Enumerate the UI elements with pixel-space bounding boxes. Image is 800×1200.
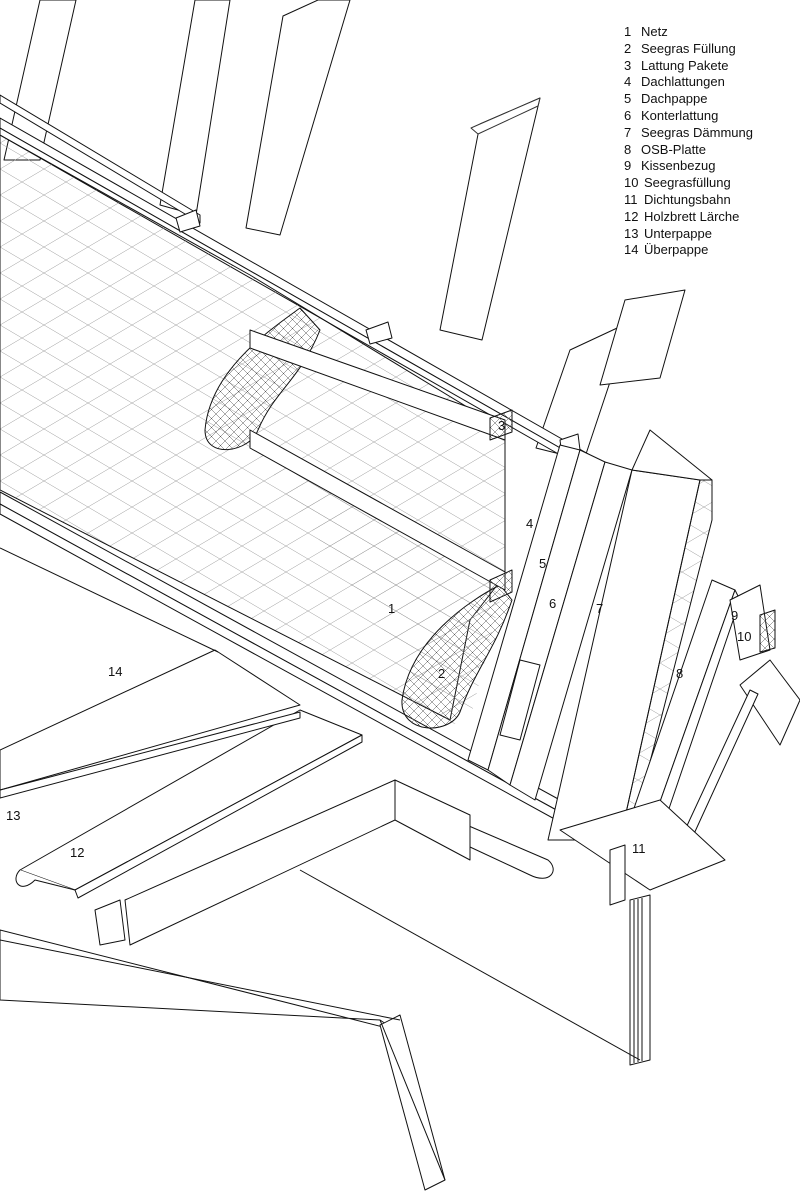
callout-8: 8 bbox=[676, 666, 683, 681]
callout-14: 14 bbox=[108, 664, 122, 679]
callout-13: 13 bbox=[6, 808, 20, 823]
callout-4: 4 bbox=[526, 516, 533, 531]
legend-item-number: 4 bbox=[624, 74, 632, 90]
legend-item: 10 Seegrasfüllung bbox=[624, 175, 753, 192]
legend-item-number: 13 bbox=[624, 225, 639, 241]
legend-item-number: 9 bbox=[624, 158, 632, 174]
legend-item-number: 12 bbox=[624, 208, 639, 224]
callout-6: 6 bbox=[549, 596, 556, 611]
callout-7: 7 bbox=[596, 601, 603, 616]
callout-labels: 1 2 3 4 5 6 7 8 9 10 11 12 13 14 bbox=[6, 418, 751, 860]
legend-item-number: 8 bbox=[624, 141, 632, 157]
legend-item-label: Seegras Dämmung bbox=[641, 124, 753, 140]
callout-12: 12 bbox=[70, 845, 84, 860]
legend-item-number: 3 bbox=[624, 57, 632, 73]
legend-item-label: Seegras Füllung bbox=[641, 40, 736, 56]
plank-stack bbox=[629, 894, 651, 1066]
right-beam bbox=[739, 659, 800, 746]
legend-item-number: 1 bbox=[624, 24, 632, 39]
lower-beam-left bbox=[94, 899, 126, 946]
legend-item-label: Holzbrett Lärche bbox=[644, 208, 740, 224]
legend-item-label: Lattung Pakete bbox=[641, 57, 729, 73]
callout-1: 1 bbox=[388, 601, 395, 616]
legend-item-label: Netz bbox=[641, 24, 668, 39]
legend-item-number: 11 bbox=[624, 191, 638, 207]
legend-item: 5 Dachpappe bbox=[624, 91, 753, 108]
construction-lines bbox=[0, 547, 641, 1181]
callout-3: 3 bbox=[498, 418, 505, 433]
roof-frame bbox=[0, 94, 591, 823]
lath-bundle bbox=[249, 329, 506, 441]
callout-10: 10 bbox=[737, 629, 751, 644]
legend-item-label: Dachlattungen bbox=[641, 74, 725, 90]
seagrass-bulge-lower bbox=[401, 584, 513, 729]
legend-item-number: 7 bbox=[624, 124, 632, 140]
legend-item: 14 Überpappe bbox=[624, 242, 753, 259]
legend-item-number: 10 bbox=[624, 175, 639, 191]
legend-item-label: Dichtungsbahn bbox=[644, 191, 731, 207]
legend-item-number: 6 bbox=[624, 107, 632, 123]
legend-item: 3 Lattung Pakete bbox=[624, 58, 753, 75]
legend-item-number: 14 bbox=[624, 242, 639, 258]
under-felt bbox=[0, 711, 301, 799]
legend-item-label: Dachpappe bbox=[641, 91, 708, 107]
legend-item: 1 Netz bbox=[624, 24, 753, 41]
legend-item-label: Überpappe bbox=[644, 242, 709, 258]
lower-beam-right bbox=[379, 1014, 446, 1191]
callout-2: 2 bbox=[438, 666, 445, 681]
rafters bbox=[3, 0, 686, 461]
callout-11: 11 bbox=[632, 841, 646, 856]
legend-item: 6 Konterlattung bbox=[624, 108, 753, 125]
legend-item-number: 2 bbox=[624, 40, 632, 56]
legend-item-number: 5 bbox=[624, 91, 632, 107]
legend-item-label: OSB-Platte bbox=[641, 141, 707, 157]
callout-9: 9 bbox=[731, 608, 738, 623]
legend-item: 8 OSB-Platte bbox=[624, 142, 753, 159]
legend-item-label: Unterpappe bbox=[644, 225, 712, 241]
gutter bbox=[454, 819, 554, 879]
legend-item: 2 Seegras Füllung bbox=[624, 41, 753, 58]
rafter-head-upper bbox=[470, 97, 541, 135]
legend-item: 4 Dachlattungen bbox=[624, 74, 753, 91]
legend-item-label: Seegrasfüllung bbox=[644, 175, 731, 191]
legend-item: 9 Kissenbezug bbox=[624, 158, 753, 175]
legend-item-label: Kissenbezug bbox=[641, 158, 716, 174]
over-felt bbox=[0, 649, 301, 791]
larch-board bbox=[19, 709, 363, 891]
legend-item: 12 Holzbrett Lärche bbox=[624, 209, 753, 226]
legend-item: 13 Unterpappe bbox=[624, 226, 753, 243]
callout-5: 5 bbox=[539, 556, 546, 571]
legend-item: 11 Dichtungsbahn bbox=[624, 192, 753, 209]
legend-item-label: Konterlattung bbox=[641, 107, 719, 123]
legend-item: 7 Seegras Dämmung bbox=[624, 125, 753, 142]
